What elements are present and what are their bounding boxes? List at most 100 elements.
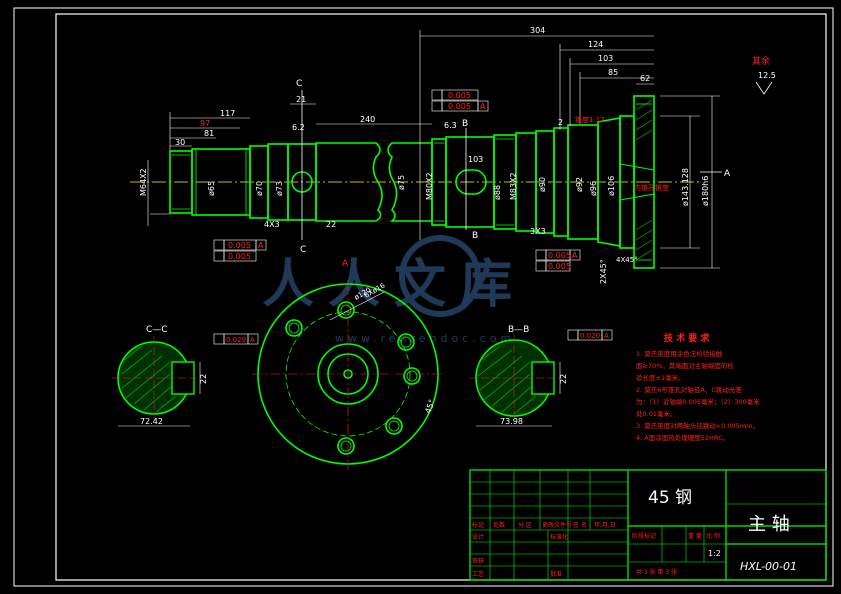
tol-4: 0.005 (228, 252, 251, 261)
tech-requirements: 技 术 要 求 1. 莫氏锥度用涂色法检验接触 面≥70%，其端面对主轴端面的检… (636, 332, 760, 442)
tb-process: 工艺 (472, 570, 484, 578)
a-marker-main: A (724, 169, 731, 179)
dim-21: 21 (296, 95, 306, 104)
dim-97: 97 (200, 119, 210, 128)
dim-phi65: ø65 (207, 181, 216, 196)
watermark-url: www.renrendoc.com (335, 332, 515, 345)
tech-line-8: 4. A面涂面热处理硬度52HRC。 (636, 433, 729, 442)
dim-117: 117 (220, 109, 235, 118)
tb-sign: 签 名 (573, 521, 587, 529)
tech-line-7: 3. 莫氏锥度对两轴头径跳动<0.005mm。 (636, 421, 759, 430)
tech-line-5: 为：（1）近轴端0.005毫米；（2）300毫米 (636, 397, 760, 406)
tb-stage: 阶段标记 (632, 532, 656, 540)
dim-4x45: 4X45° (616, 256, 638, 264)
cc-depth: 22 (199, 374, 208, 384)
tech-line-3: 验长度±1毫米。 (636, 373, 685, 382)
dim-103b: 103 (468, 155, 483, 164)
tb-scale: 1:2 (708, 549, 721, 558)
tb-design: 设计 (472, 533, 484, 541)
tb-mark: 标记 (472, 521, 484, 529)
tb-change: 更改文件号 (542, 521, 572, 529)
dim-phi143: ø143.128 (681, 168, 690, 206)
dim-62: 62 (640, 74, 650, 83)
dim-phi90: ø90 (538, 177, 547, 192)
dim-m64: M64X2 (139, 168, 148, 196)
tb-date: 年,月,日 (594, 521, 616, 529)
cc-tol-val: 0.020 (226, 336, 246, 344)
tb-drawing-no: HXL-00-01 (740, 560, 797, 573)
watermark-text: 人人文库 (262, 255, 526, 315)
dim-6-3: 6.3 (444, 121, 457, 130)
cc-tol-ref: A (250, 336, 255, 344)
tb-sheet: 共 3 张 第 3 张 (636, 568, 677, 576)
dim-2: 2 (558, 118, 563, 127)
cc-title: C—C (146, 325, 168, 335)
b-marker-top: B (462, 119, 468, 129)
section-bb (470, 334, 561, 427)
dim-phi73: ø73 (275, 181, 284, 196)
dim-124: 124 (588, 40, 603, 49)
bb-tolerance: 0.020 A (567, 329, 613, 341)
tolerance-group-right: 0.005 A 0.005 (535, 249, 581, 272)
bb-width: 73.98 (500, 417, 523, 426)
dim-4x3: 4X3 (264, 220, 280, 229)
tol-1: 0.005 (448, 91, 471, 100)
tol-2-ref: A (480, 102, 486, 111)
dim-m80: M80X2 (425, 172, 434, 200)
dim-phi75: ø75 (397, 175, 406, 190)
tb-part-name: 主 轴 (748, 514, 790, 535)
roughness-symbol (755, 81, 773, 95)
dim-22t: 22 (326, 220, 336, 229)
tol-6: 0.005 (548, 262, 571, 271)
roughness-value: 12.5 (758, 71, 776, 80)
section-cc (112, 336, 201, 427)
dim-phi96: ø96 (589, 181, 598, 196)
dim-2x45: 2X45° (599, 259, 608, 284)
tol-3: 0.005 (228, 241, 251, 250)
dim-phi92: ø92 (575, 177, 584, 192)
dim-taper: 锥度1:12 (575, 115, 605, 124)
dim-240: 240 (360, 115, 375, 124)
flange-hatch (635, 99, 653, 261)
tb-review: 审核 (472, 557, 484, 565)
cc-tolerance: 0.020 A (213, 333, 259, 345)
dimension-lines (147, 30, 720, 269)
tech-line-2: 面≥70%，其端面对主轴端面的检 (636, 361, 734, 370)
dim-phi180: ø180h6 (701, 176, 710, 206)
bb-tol-ref: A (604, 332, 609, 340)
dim-85: 85 (608, 68, 618, 77)
tech-title: 技 术 要 求 (664, 332, 710, 344)
dim-phi70: ø70 (255, 181, 264, 196)
bb-title: B—B (508, 325, 529, 335)
tech-line-4: 2. 莫氏6号锥孔对轴径A、C跳动允差 (636, 385, 742, 394)
cc-width: 72.42 (140, 417, 163, 426)
tolerance-group-left: 0.005 A 0.005 (213, 239, 267, 262)
watermark: 人人文库 www.renrendoc.com (262, 235, 526, 345)
tol-5-ref: A (572, 251, 578, 260)
tb-count: 处数 (493, 521, 505, 529)
tb-zone: 分 区 (518, 521, 532, 529)
dim-6-2: 6.2 (292, 123, 305, 132)
bb-depth: 22 (559, 374, 568, 384)
dim-3x3: 3X3 (530, 227, 546, 236)
dim-81: 81 (204, 129, 214, 138)
roughness-label: 其余 (752, 55, 770, 67)
dim-m83: M83X2 (509, 172, 518, 200)
outer-frame (13, 7, 834, 587)
inner-frame (55, 13, 827, 581)
dim-phi83: ø88 (493, 185, 502, 200)
title-block (469, 469, 827, 581)
tech-line-1: 1. 莫氏锥度用涂色法检验接触 (636, 349, 723, 358)
inner-bore-label: 内锥孔锥度 (634, 183, 669, 192)
c-marker-bottom: C (300, 245, 306, 255)
tol-3-ref: A (258, 241, 264, 250)
dim-30: 30 (175, 138, 185, 147)
c-marker-top: C (296, 79, 302, 89)
b-marker-bottom: B (472, 231, 478, 241)
a-marker-end: A (342, 259, 349, 269)
dim-304: 304 (530, 26, 545, 35)
tb-weight: 重 量 (688, 532, 702, 540)
dim-phi106: ø106 (607, 176, 616, 196)
bb-tol-val: 0.020 (580, 332, 600, 340)
